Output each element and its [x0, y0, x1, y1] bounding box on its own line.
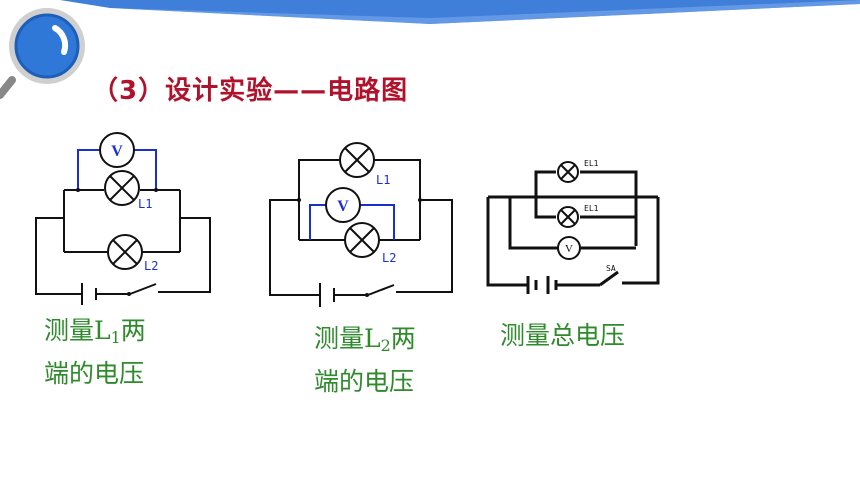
caption-line-2: 端的电压	[44, 359, 145, 388]
caption-text: 两	[120, 316, 146, 345]
caption-text: 测量L	[44, 316, 111, 345]
lamp-l2-label: L2	[382, 251, 396, 265]
voltmeter-symbol	[557, 236, 581, 260]
lamp-l1-label: L1	[376, 173, 390, 187]
caption-text: 测量L	[314, 324, 381, 353]
caption-text: 两	[390, 324, 416, 353]
voltmeter-label: V	[337, 198, 349, 215]
lamp-l2-label: L2	[144, 259, 158, 273]
top-banner	[60, 0, 860, 24]
caption-subscript: 2	[380, 336, 391, 355]
magnifier-icon	[0, 8, 85, 99]
caption-circuit-2: 测量L2两 端的电压	[314, 321, 416, 400]
page-title: （3）设计实验——电路图	[92, 76, 409, 106]
caption-circuit-1: 测量L1两 端的电压	[44, 313, 146, 392]
voltmeter-label: V	[565, 243, 573, 255]
switch-label: SA	[606, 264, 616, 273]
lamp-el2-label: EL1	[584, 204, 599, 213]
caption-circuit-3: 测量总电压	[500, 318, 625, 354]
caption-line-1: 测量总电压	[500, 321, 626, 350]
lamp-el1-label: EL1	[584, 159, 599, 168]
voltmeter-label: V	[111, 143, 123, 160]
caption-line-2: 端的电压	[314, 367, 415, 396]
voltmeter-symbol	[325, 187, 361, 223]
voltmeter-symbol	[99, 132, 135, 168]
lamp-l1-label: L1	[138, 197, 152, 211]
caption-subscript: 1	[110, 328, 121, 347]
